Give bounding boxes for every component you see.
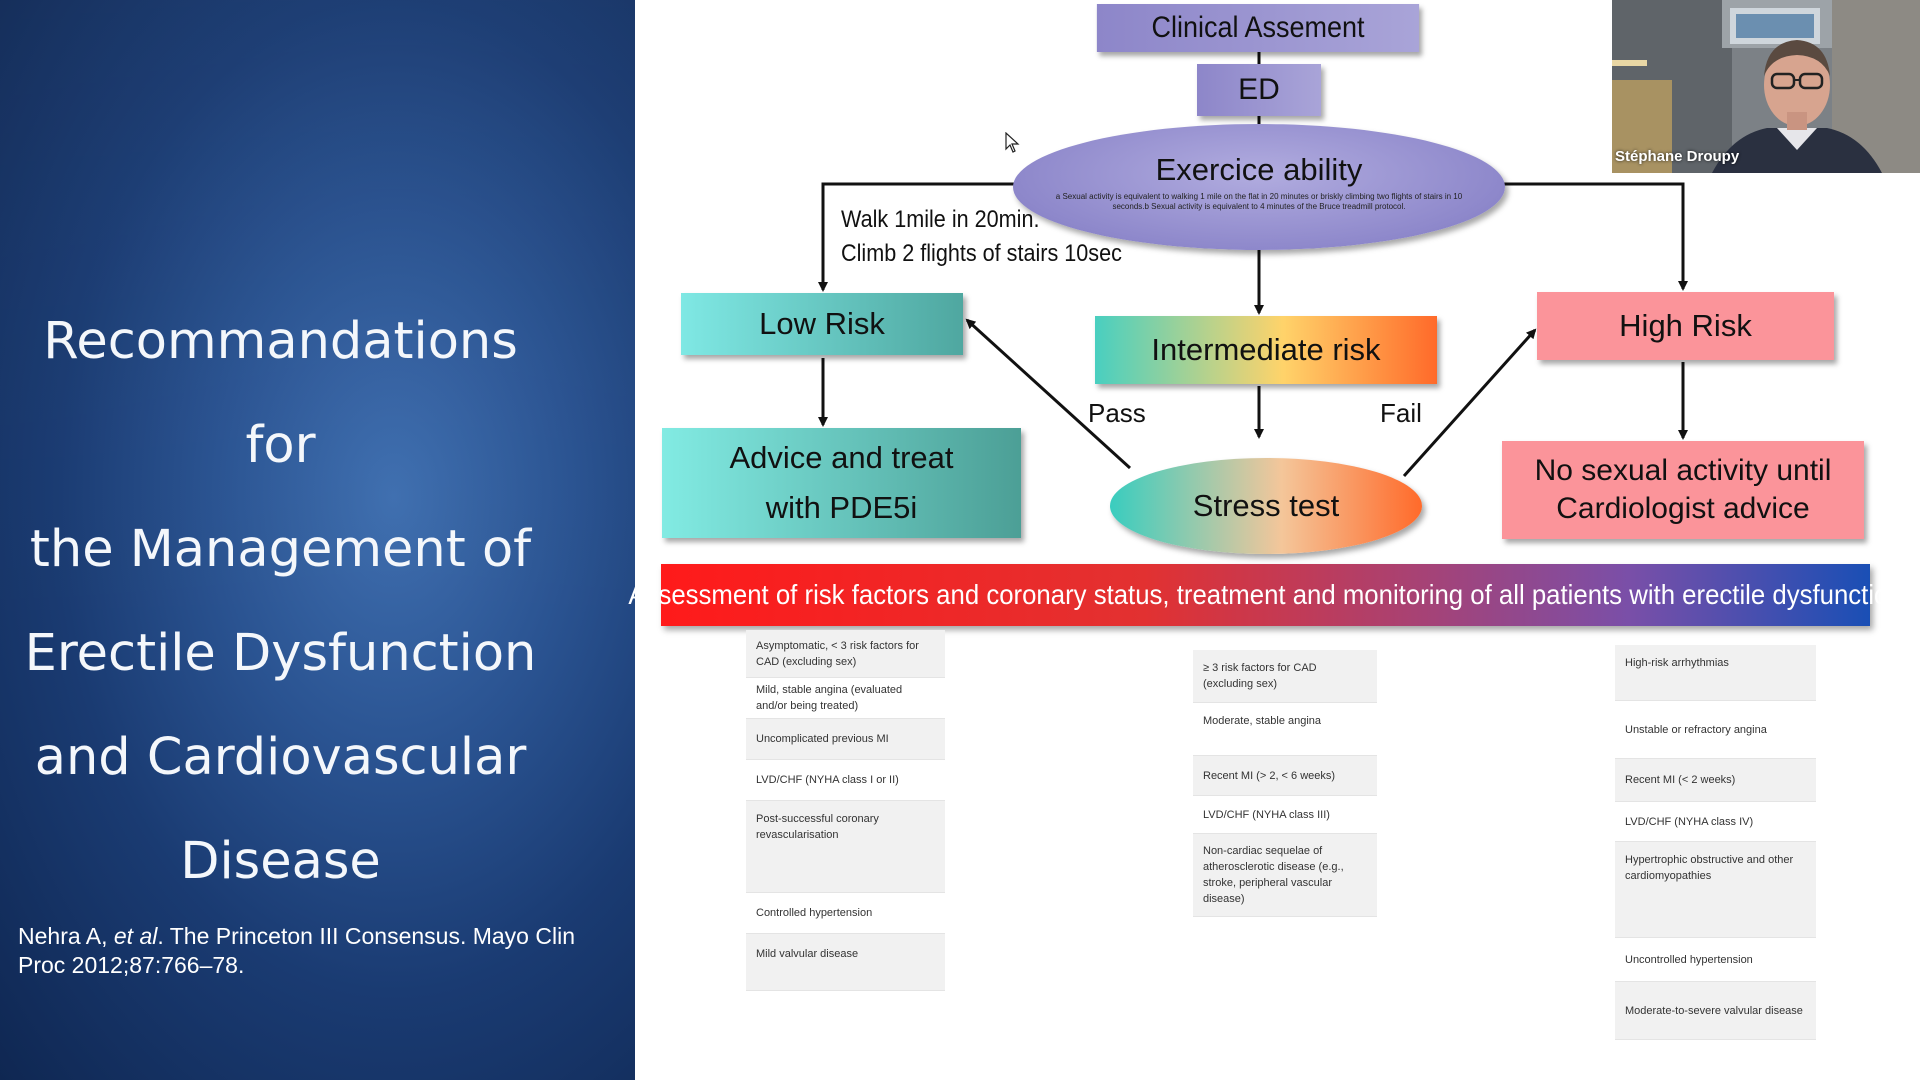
low-risk-table: Asymptomatic, < 3 risk factors for CAD (… [746, 630, 945, 991]
advice-line-1: Advice and treat [729, 440, 954, 475]
table-row: Non-cardiac sequelae of atherosclerotic … [1193, 834, 1377, 917]
table-row: Controlled hypertension [746, 893, 945, 934]
clinical-assessment-box: Clinical Assement [1096, 4, 1420, 52]
high-risk-table: High-risk arrhythmias Unstable or refrac… [1615, 645, 1816, 1040]
advice-line-2: with PDE5i [765, 490, 918, 525]
table-row: Post-successful coronary revascularisati… [746, 801, 945, 893]
title-panel: Recommandations for the Management of Er… [0, 0, 635, 1080]
table-row: Mild, stable angina (evaluated and/or be… [746, 678, 945, 719]
webcam-video-frame [1612, 0, 1920, 173]
table-row: Uncomplicated previous MI [746, 719, 945, 760]
table-row: Uncontrolled hypertension [1615, 938, 1816, 982]
table-row: Moderate-to-severe valvular disease [1615, 982, 1816, 1040]
intermediate-risk-table: ≥ 3 risk factors for CAD (excluding sex)… [1193, 650, 1377, 917]
no-sexual-line-1: No sexual activity until [1534, 454, 1832, 487]
exercise-ability-ellipse: Exercice ability a Sexual activity is eq… [1013, 124, 1505, 250]
participant-name: Stéphane Droupy [1615, 148, 1740, 165]
table-row: High-risk arrhythmias [1615, 645, 1816, 701]
citation-rest: . The Princeton III Consensus. Mayo Clin… [18, 923, 575, 978]
stress-test-label: Stress test [1192, 488, 1340, 523]
table-row: Asymptomatic, < 3 risk factors for CAD (… [746, 630, 945, 678]
panel-shade [0, 0, 635, 686]
table-row: LVD/CHF (NYHA class I or II) [746, 760, 945, 801]
slide-title: Recommandations for the Management of Er… [24, 312, 537, 891]
no-sexual-activity-box: No sexual activity until Cardiologist ad… [1502, 441, 1864, 539]
table-row: Hypertrophic obstructive and other cardi… [1615, 842, 1816, 938]
table-row: LVD/CHF (NYHA class III) [1193, 796, 1377, 834]
exercise-footnote: a Sexual activity is equivalent to walki… [1055, 192, 1463, 211]
ed-box: ED [1197, 64, 1321, 116]
table-row: Moderate, stable angina [1193, 703, 1377, 756]
no-sexual-line-2: Cardiologist advice [1556, 492, 1810, 525]
table-row: Mild valvular disease [746, 934, 945, 991]
webcam-video-tile[interactable]: Stéphane Droupy [1612, 0, 1920, 173]
table-row: Recent MI (> 2, < 6 weeks) [1193, 756, 1377, 796]
high-risk-box: High Risk [1537, 292, 1834, 360]
exercise-ability-label: Exercice ability [1155, 152, 1363, 187]
table-row: Recent MI (< 2 weeks) [1615, 759, 1816, 802]
advice-treat-box: Advice and treat with PDE5i [662, 428, 1021, 538]
mouse-cursor-icon [1005, 132, 1020, 153]
fail-label: Fail [1380, 398, 1422, 428]
citation: Nehra A, et al. The Princeton III Consen… [18, 922, 618, 980]
table-row: ≥ 3 risk factors for CAD (excluding sex) [1193, 650, 1377, 703]
low-risk-box: Low Risk [681, 293, 963, 355]
table-row: LVD/CHF (NYHA class IV) [1615, 802, 1816, 842]
assessment-banner: Assessment of risk factors and coronary … [628, 564, 1903, 626]
walk-criteria-label: Walk 1mile in 20min. Climb 2 flights of … [841, 206, 1122, 267]
citation-etal: et al [113, 923, 158, 949]
table-row: Unstable or refractory angina [1615, 701, 1816, 759]
pass-label: Pass [1088, 398, 1146, 428]
citation-author: Nehra A, [18, 923, 114, 949]
assessment-banner-text: Assessment of risk factors and coronary … [628, 579, 1903, 610]
intermediate-risk-box: Intermediate risk [1095, 316, 1437, 384]
stress-test-ellipse: Stress test [1110, 458, 1422, 554]
